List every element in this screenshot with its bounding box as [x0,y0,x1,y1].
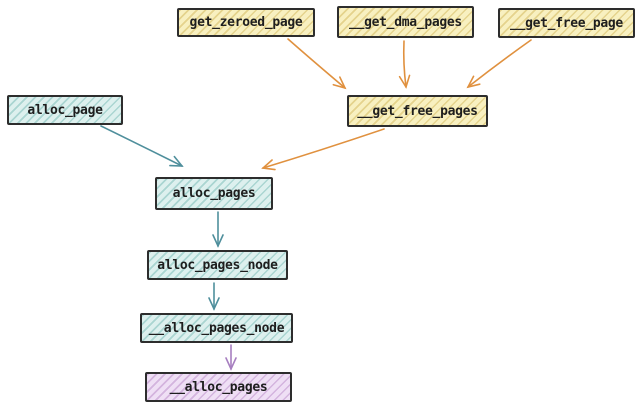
node-label: __alloc_pages [169,379,268,395]
node-label: alloc_page [27,102,103,118]
node-alloc-pages-internal: __alloc_pages [145,372,292,402]
node-get-zeroed-page: get_zeroed_page [177,8,315,37]
node-label: __get_free_pages [357,103,478,119]
node-label: __get_dma_pages [349,14,462,30]
node-label: alloc_pages_node [157,257,278,273]
node-get-free-pages: __get_free_pages [347,95,488,127]
node-label: get_zeroed_page [189,15,303,30]
node-alloc-pages-node: alloc_pages_node [147,250,288,280]
arrow-get-free-page-to-get-free-pages [466,39,532,89]
node-label: alloc_pages [172,186,256,201]
node-alloc-page: alloc_page [7,95,123,125]
node-get-dma-pages: __get_dma_pages [337,6,474,38]
arrow-get-zeroed-page-to-get-free-pages [287,38,347,90]
node-alloc-pages: alloc_pages [155,177,273,210]
node-alloc-pages-node-internal: __alloc_pages_node [140,313,293,343]
arrow-get-free-pages-to-alloc-pages [261,128,385,171]
arrow-alloc-page-to-alloc-pages [100,125,184,167]
arrow-get-dma-pages-to-get-free-pages [398,40,411,89]
node-label: __get_free_page [510,15,623,31]
node-label: __alloc_pages_node [148,320,285,336]
node-get-free-page: __get_free_page [498,8,635,38]
